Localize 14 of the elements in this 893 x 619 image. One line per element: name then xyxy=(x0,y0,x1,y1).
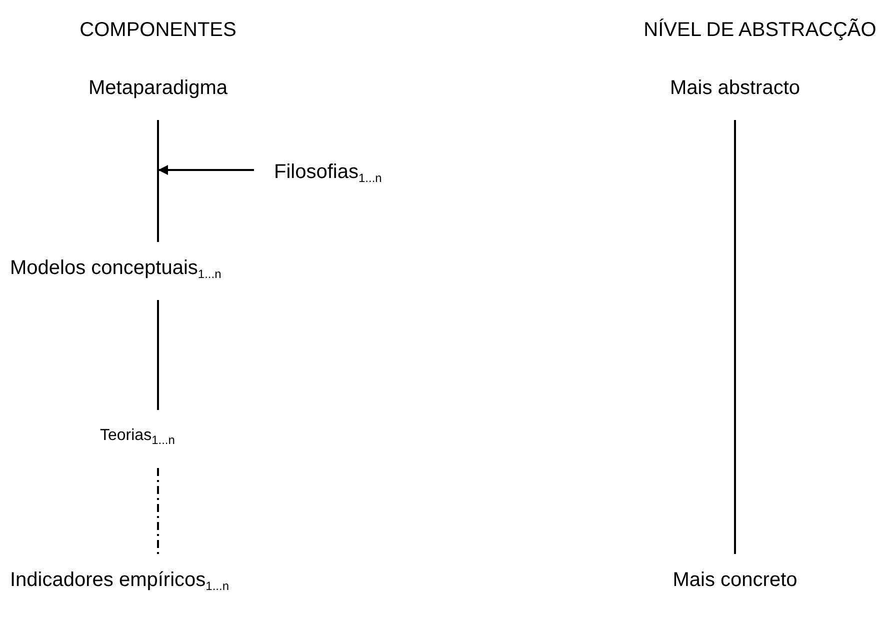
concept-label: Filosofias$_{1...n}$ xyxy=(274,160,382,184)
connector-line xyxy=(734,120,736,554)
concept-label: Mais concreto xyxy=(672,568,798,592)
concept-label: Mais abstracto xyxy=(670,76,800,100)
concept-label: Indicadores empíricos$_{1...n}$ xyxy=(10,568,230,592)
concept-label: Teorias$_{1...n}$ xyxy=(100,424,175,448)
column-heading: NÍVEL DE ABSTRACÇÃO xyxy=(644,18,876,42)
connector-line xyxy=(157,120,159,242)
concept-label: Metaparadigma xyxy=(88,76,228,100)
connector-line xyxy=(157,468,159,554)
concept-label: Modelos conceptuais$_{1...n}$ xyxy=(10,256,222,280)
arrow xyxy=(158,165,254,175)
column-heading: COMPONENTES xyxy=(80,18,236,42)
connector-line xyxy=(157,300,159,410)
